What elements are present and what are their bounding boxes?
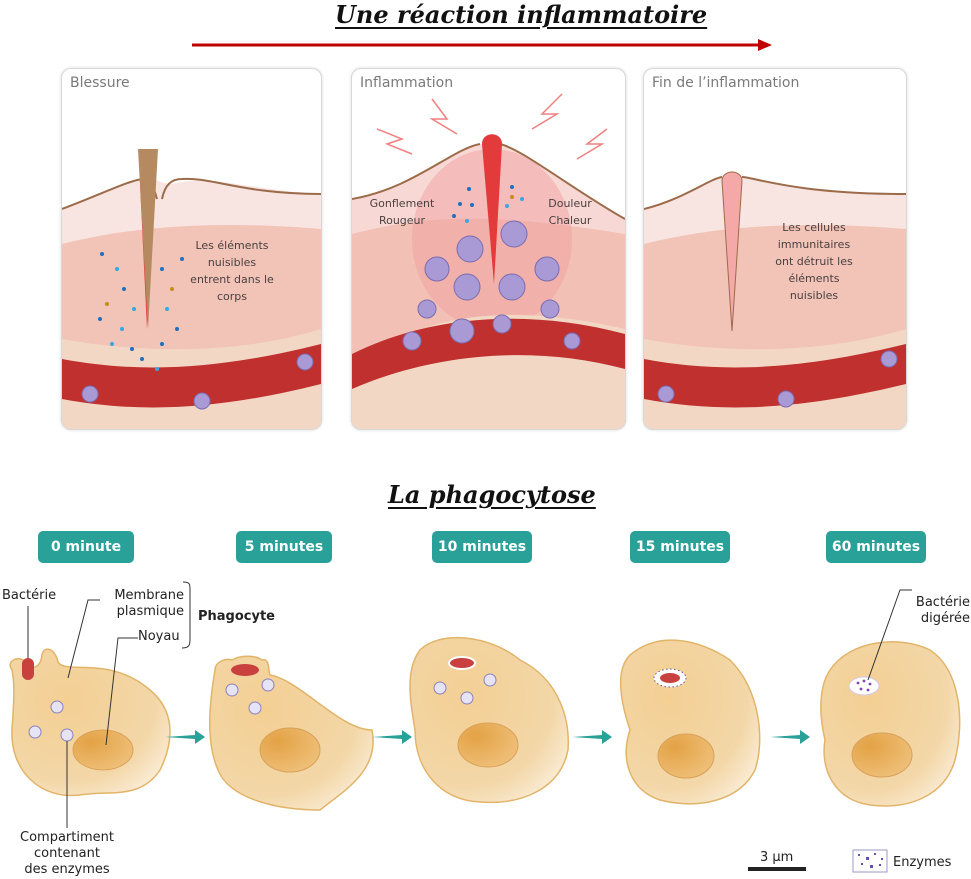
stage-badge-10: 10 minutes xyxy=(432,531,532,563)
caption-line: Les éléments xyxy=(195,239,269,252)
stage-badge-15: 15 minutes xyxy=(630,531,730,563)
arrow-icon xyxy=(770,730,810,744)
phagocyte-cell-2 xyxy=(409,637,569,804)
enzymes-legend-icon xyxy=(852,849,888,873)
label-line: contenant xyxy=(34,846,100,861)
bacteria-icon xyxy=(448,656,476,670)
label-phagocyte: Phagocyte xyxy=(198,609,276,624)
label-noyau: Noyau xyxy=(138,629,180,644)
scale-bar-label: 3 µm xyxy=(760,850,794,865)
harmful-particles xyxy=(98,252,184,371)
label-membrane-plasmique: Membrane plasmique xyxy=(106,588,184,620)
arrow-icon xyxy=(572,730,612,744)
panel-caption-left: Gonflement Rougeur xyxy=(362,195,442,229)
caption-line: Douleur xyxy=(548,197,592,210)
label-bacterie: Bactérie xyxy=(2,588,57,603)
blood-vessel xyxy=(644,344,906,408)
panel-inflammation: Inflammation Gonflement Rougeur Douleur … xyxy=(351,68,626,430)
phagocyte-cell-0 xyxy=(9,581,191,828)
stage-badge-5: 5 minutes xyxy=(236,531,332,563)
bacteria-icon xyxy=(660,673,680,683)
enzyme-compartment-icon xyxy=(28,725,42,739)
stage-badge-60: 60 minutes xyxy=(826,531,926,563)
panel-title: Fin de l’inflammation xyxy=(652,75,800,91)
label-line: Bactérie xyxy=(915,595,970,610)
label-line: Compartiment xyxy=(20,830,114,845)
label-line: Membrane xyxy=(114,588,184,603)
caption-line: entrent dans le xyxy=(190,273,274,286)
immune-cell-icon xyxy=(81,353,314,410)
arrow-icon xyxy=(372,730,412,744)
caption-line: corps xyxy=(216,290,247,303)
panel-caption: Les cellules immunitaires ont détruit le… xyxy=(754,219,874,304)
enzyme-compartment-icon xyxy=(50,700,64,714)
phagocytose-title: La phagocytose xyxy=(388,480,596,509)
lightning-icon xyxy=(376,93,608,160)
immune-cell-icon xyxy=(402,220,581,351)
caption-line: Rougeur xyxy=(378,214,426,227)
caption-line: Gonflement xyxy=(369,197,435,210)
healed-illustration xyxy=(644,171,906,429)
label-line: des enzymes xyxy=(24,862,110,877)
caption-line: ont détruit les xyxy=(775,255,853,268)
stage-badge-0: 0 minute xyxy=(38,531,134,563)
caption-line: Les cellules xyxy=(782,221,846,234)
phagocyte-cell-1 xyxy=(208,655,374,811)
arrow-icon xyxy=(165,730,205,744)
scale-bar xyxy=(748,867,806,871)
blood-vessel xyxy=(352,318,625,389)
immune-cell-icon xyxy=(657,350,898,408)
caption-line: Chaleur xyxy=(548,214,592,227)
harmful-particles xyxy=(452,185,524,223)
enzyme-compartment-icon xyxy=(60,728,74,742)
panel-caption: Les éléments nuisibles entrent dans le c… xyxy=(182,237,282,305)
label-bacterie-digeree: Bactérie digérée xyxy=(908,595,970,627)
legend-enzymes-label: Enzymes xyxy=(893,855,952,870)
panel-title: Inflammation xyxy=(360,75,454,91)
blood-vessel xyxy=(62,344,321,408)
splinter-icon xyxy=(138,149,158,329)
bacteria-icon xyxy=(22,658,34,680)
bacteria-icon xyxy=(231,664,259,676)
inflammation-title: Une réaction inflammatoire xyxy=(335,0,708,29)
panel-blessure: Blessure Les éléments nuisibles entrent … xyxy=(61,68,322,430)
label-line: plasmique xyxy=(116,604,184,619)
caption-line: nuisibles xyxy=(207,256,257,269)
digested-bacteria-icon xyxy=(848,676,880,696)
phagocytosis-illustration xyxy=(9,581,961,873)
label-line: digérée xyxy=(920,611,970,626)
caption-line: éléments xyxy=(788,272,840,285)
panel-caption-right: Douleur Chaleur xyxy=(535,195,605,229)
caption-line: nuisibles xyxy=(789,289,839,302)
inflammation-illustration xyxy=(352,93,625,429)
caption-line: immunitaires xyxy=(777,238,851,251)
panel-title: Blessure xyxy=(70,75,130,91)
wound-illustration xyxy=(62,149,321,429)
timeline-arrow xyxy=(192,39,772,51)
phagocyte-cell-3 xyxy=(619,639,761,805)
panel-fin-inflammation: Fin de l’inflammation Les cellules immun… xyxy=(643,68,907,430)
label-compartiment: Compartiment contenant des enzymes xyxy=(8,830,126,878)
phagocyte-cell-4 xyxy=(820,589,961,807)
